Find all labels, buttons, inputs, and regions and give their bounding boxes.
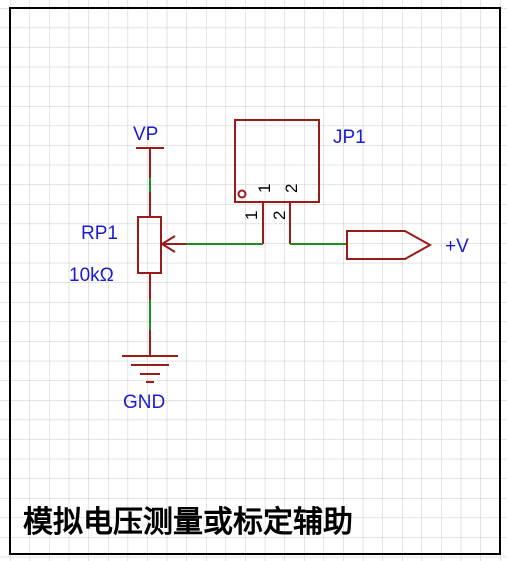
gnd-net-label: GND (123, 392, 165, 413)
vp-net-label: VP (133, 124, 158, 145)
jp1-pin2-outer-label: 2 (270, 211, 289, 220)
gnd-symbol (122, 355, 178, 383)
output-net-label: +V (445, 236, 469, 257)
jp1-pin2-inner-label: 2 (282, 184, 301, 193)
diagram-title: 模拟电压测量或标定辅助 (23, 505, 353, 540)
rp1-value: 10kΩ (69, 265, 114, 286)
vp-power-symbol (136, 147, 164, 178)
header-jp1 (234, 119, 320, 244)
rp1-designator: RP1 (81, 223, 118, 244)
jp1-pin1-outer-label: 1 (242, 211, 261, 220)
jp1-pin1-inner-label: 1 (255, 184, 274, 193)
jp1-designator: JP1 (333, 127, 366, 148)
output-port-symbol (346, 230, 433, 260)
sheet-frame (9, 7, 501, 555)
